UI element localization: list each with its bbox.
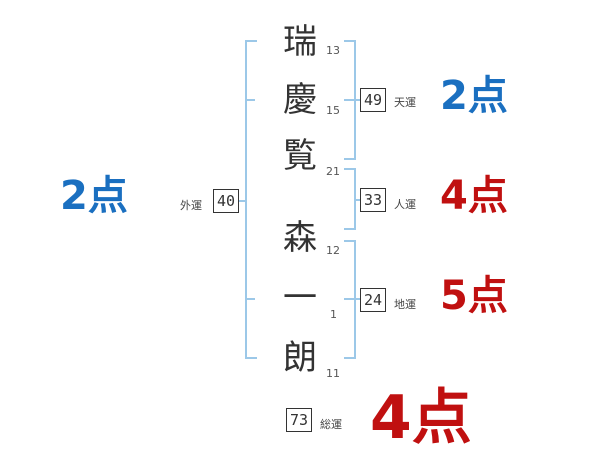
name-char: 朗 [283, 338, 317, 378]
soukaku-value: 73 [286, 408, 312, 432]
name-char: 覧 [283, 136, 317, 176]
stroke-count: 1 [330, 308, 337, 321]
bracket-tick [344, 298, 354, 300]
bracket-tick [245, 357, 257, 359]
chikaku-value: 24 [360, 288, 386, 312]
name-char: 一 [283, 278, 317, 318]
gaikaku-label: 外運 [180, 199, 202, 212]
name-char: 慶 [283, 80, 317, 120]
jinkaku-score: 4点 [440, 173, 508, 219]
gaikaku-score: 2点 [60, 173, 128, 219]
outer-bracket [245, 40, 247, 359]
bracket-tick [344, 168, 356, 170]
jinkaku-label: 人運 [394, 198, 416, 211]
bracket-tick [354, 99, 360, 101]
bracket-tick [238, 200, 246, 202]
chikaku-score: 5点 [440, 273, 508, 319]
jinkaku-value: 33 [360, 188, 386, 212]
bracket-tick [344, 158, 356, 160]
bracket-tick [344, 240, 356, 242]
bracket-tick [344, 228, 356, 230]
stroke-count: 12 [326, 244, 340, 257]
tenkaku-value: 49 [360, 88, 386, 112]
stroke-count: 15 [326, 104, 340, 117]
name-char: 森 [283, 218, 317, 258]
bracket-tick [344, 357, 356, 359]
bracket-tick [245, 40, 257, 42]
bracket-tick [354, 298, 360, 300]
tenkaku-label: 天運 [394, 96, 416, 109]
bracket-tick [344, 99, 354, 101]
gaikaku-value: 40 [213, 189, 239, 213]
tenkaku-score: 2点 [440, 73, 508, 119]
bracket-tick [344, 40, 356, 42]
chikaku-label: 地運 [394, 298, 416, 311]
soukaku-label: 総運 [320, 418, 342, 431]
bracket-tick [245, 298, 255, 300]
stroke-count: 11 [326, 367, 340, 380]
bracket-tick [245, 99, 255, 101]
name-char: 瑞 [283, 22, 317, 62]
soukaku-score: 4点 [370, 383, 472, 453]
bracket-tick [354, 199, 360, 201]
stroke-count: 13 [326, 44, 340, 57]
stroke-count: 21 [326, 165, 340, 178]
